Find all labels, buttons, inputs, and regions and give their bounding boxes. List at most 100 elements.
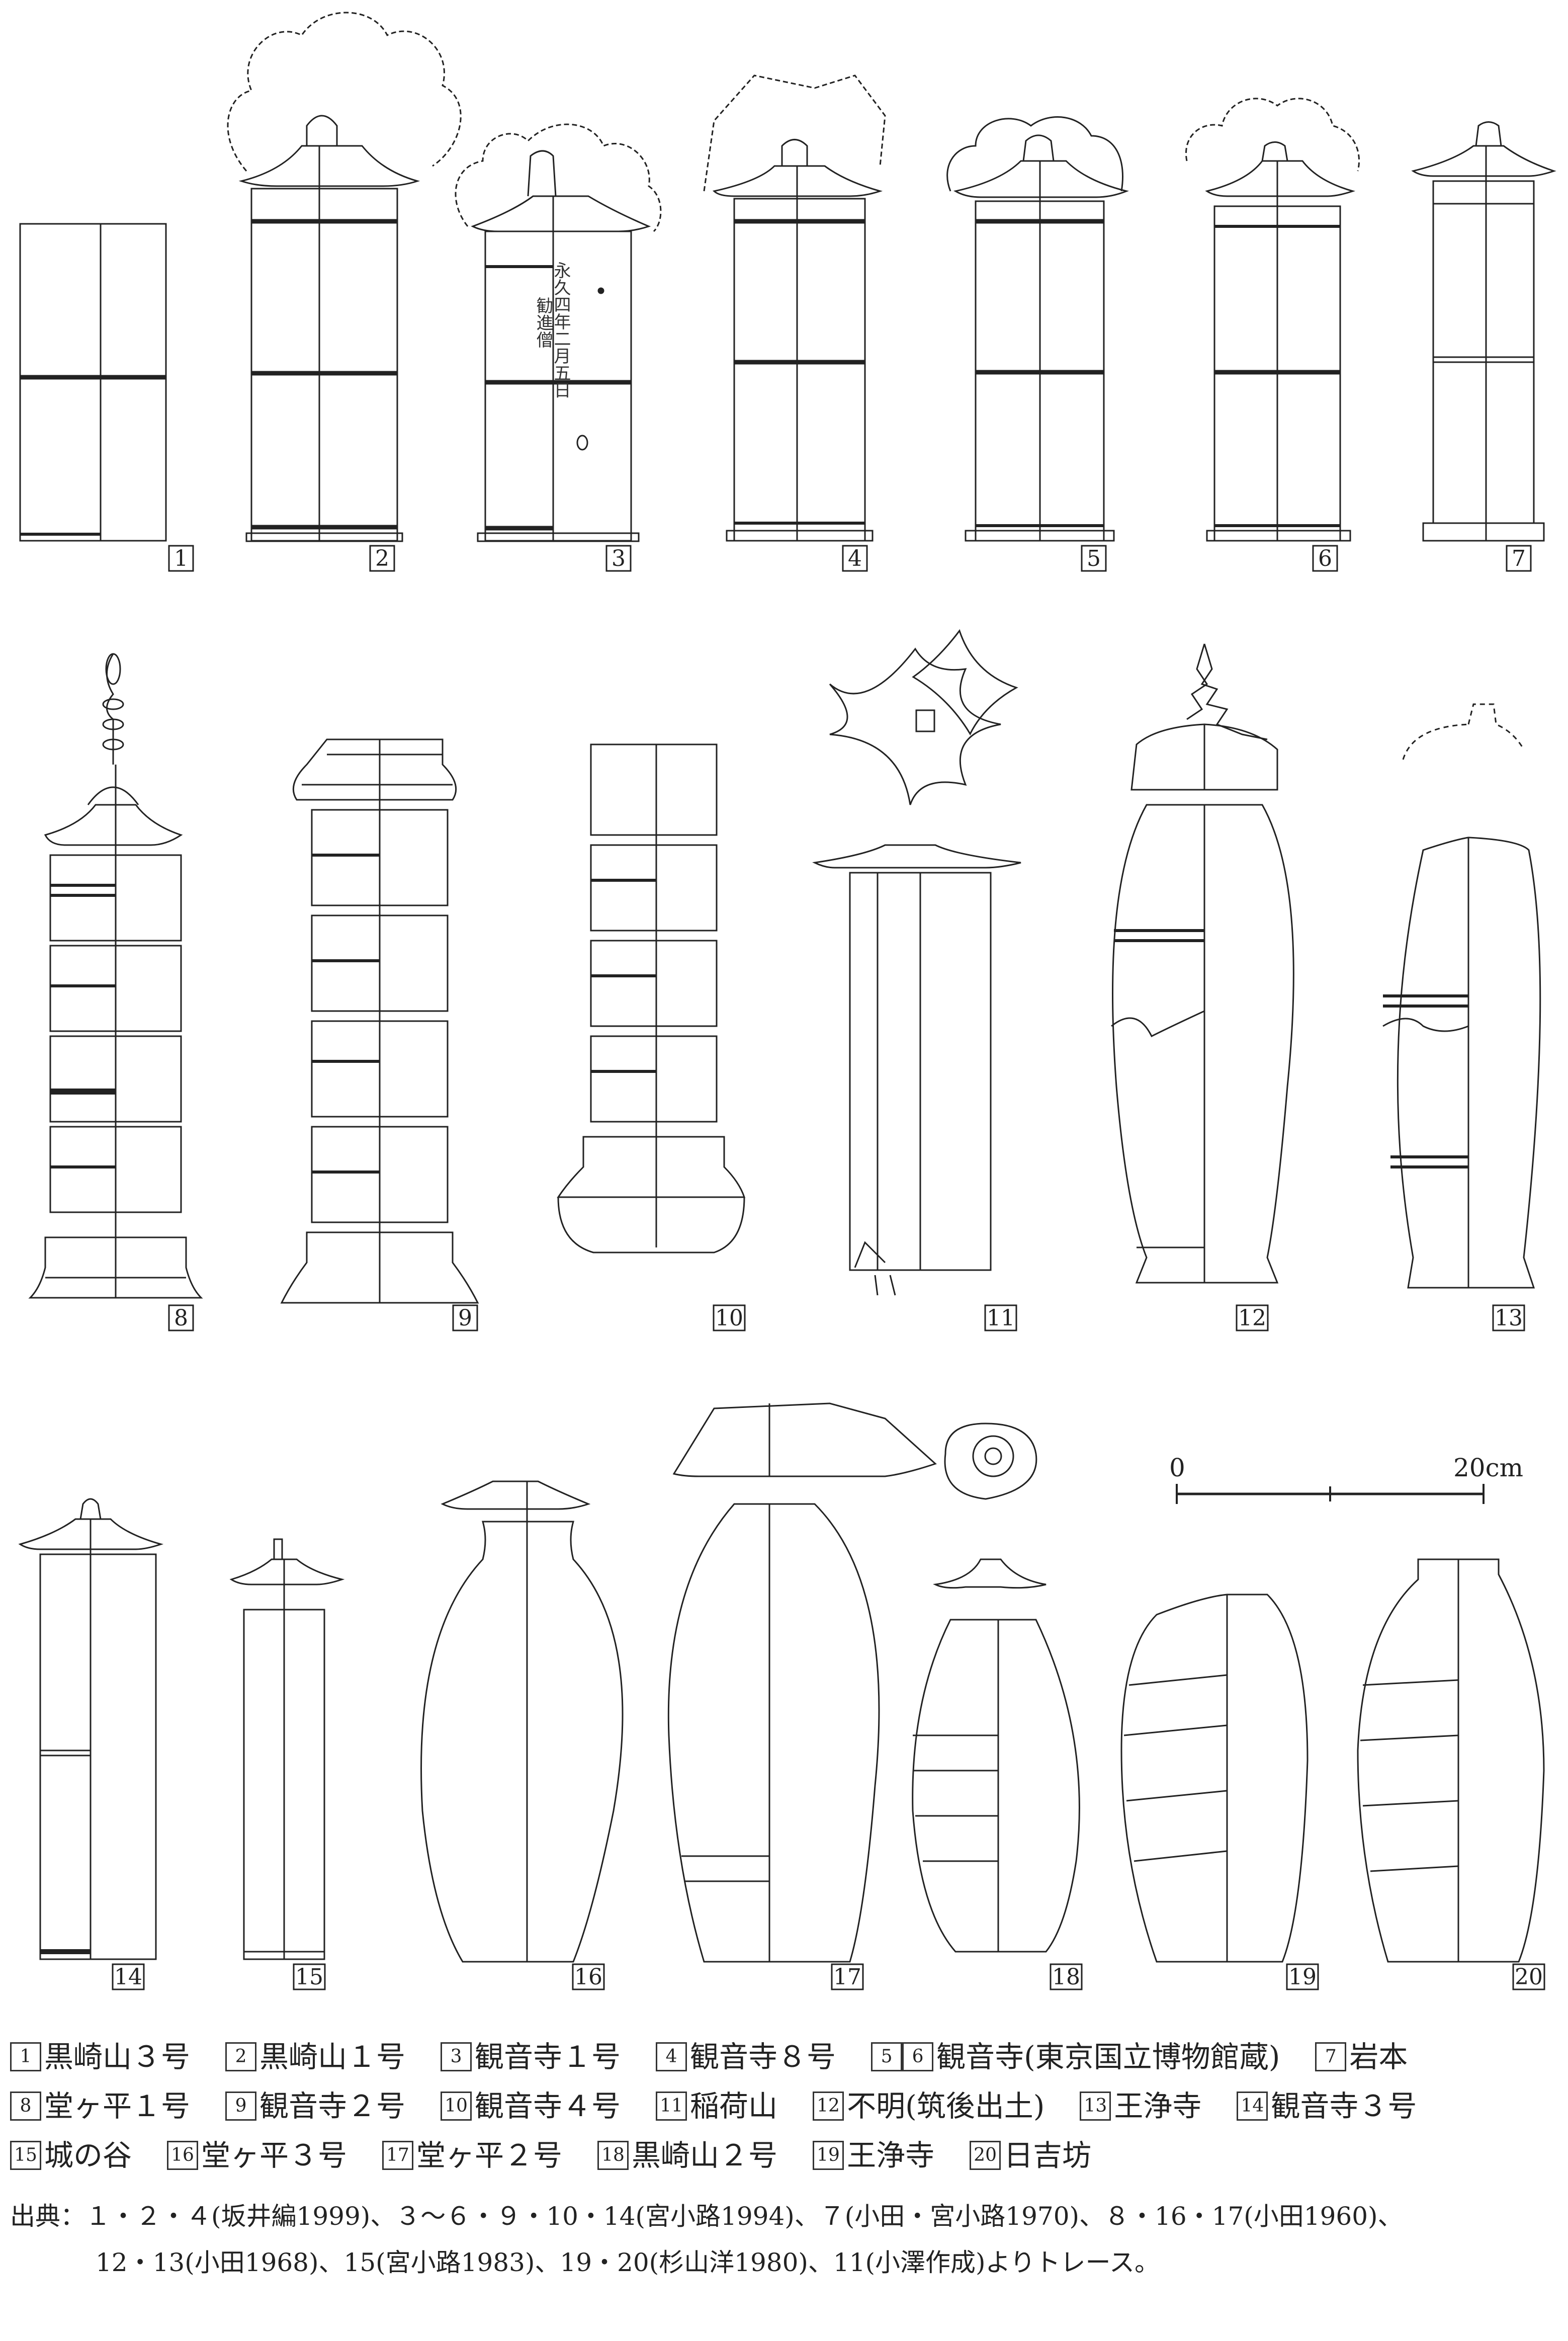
sources-line-1: 出典：１・２・４(坂井編1999)、３～６・９・10・14(宮小路1994)、７… [10,2202,1403,2231]
item-number-box [605,545,632,572]
item-number-box [1312,545,1338,572]
legend-number: 4 [656,2042,687,2071]
vessel-5 [946,116,1129,542]
legend-text: 観音寺２号 [259,2089,406,2123]
legend-number: 7 [1315,2042,1347,2071]
item-number-19: 19 [1286,1963,1319,1990]
item-number-text: 10 [715,1305,743,1331]
legend-number: 11 [656,2092,687,2121]
legend-text: 王浄寺 [847,2138,935,2172]
vessel-6 [1185,98,1360,542]
legend-number: 3 [441,2042,472,2071]
legend-number: 15 [10,2141,41,2170]
legend-number-group: 17 [382,2141,414,2170]
item-number-3: 3 [605,545,632,572]
item-number-text: 15 [295,1964,323,1990]
legend-number-group: 15 [10,2141,41,2170]
vessel-12 [1111,643,1294,1284]
scale-start-label: 0 [1169,1453,1185,1482]
legend-number-group: 7 [1315,2042,1347,2071]
legend-number-group: 2 [225,2042,257,2071]
legend-number: 18 [597,2141,629,2170]
vessel-17 [667,1402,937,1963]
vessel-9 [280,738,479,1304]
item-number-17: 17 [831,1963,864,1990]
vessel-15 [229,1538,345,1960]
legend-number: 13 [1080,2092,1111,2121]
legend-number-group: 8 [10,2092,41,2121]
legend-number-group: 16 [167,2141,199,2170]
item-number-16: 16 [572,1963,605,1990]
legend-text: 稲荷山 [690,2089,778,2123]
item-number-box [1286,1963,1319,1990]
item-number-text: 13 [1495,1305,1523,1331]
item-number-text: 8 [174,1305,188,1331]
legend-text: 堂ヶ平３号 [201,2138,347,2172]
legend-number-group: 1 [10,2042,41,2071]
vessel-14 [18,1498,164,1960]
item-number-text: 7 [1512,546,1526,571]
vessel-7 [1411,121,1556,542]
legend-number-group: 18 [597,2141,629,2170]
legend-text: 観音寺４号 [475,2089,621,2123]
item-number-15: 15 [293,1963,326,1990]
legend-number-group: 20 [970,2141,1001,2170]
legend-number-group: 3 [441,2042,472,2071]
vessel-2 [227,12,462,542]
legend-number: 8 [10,2092,41,2121]
legend-number: 5 [871,2042,903,2071]
legend-text: 王浄寺 [1114,2089,1202,2123]
item-number-box [452,1304,478,1331]
item-number-10: 10 [713,1304,746,1331]
item-number-text: 3 [612,546,626,571]
item-number-box [1050,1963,1083,1990]
item-number-20: 20 [1512,1963,1545,1990]
item-number-box [831,1963,864,1990]
item-number-text: 19 [1288,1964,1317,1990]
legend-number-group: 12 [813,2092,844,2121]
legend-number: 10 [441,2092,472,2121]
vessel-13 [1382,703,1541,1289]
vessel-8 [28,653,203,1299]
inscription-line-2: 勧進僧 [533,297,553,348]
vessel-3 [455,123,662,542]
item-number-text: 5 [1087,546,1101,571]
item-number-text: 14 [114,1964,142,1990]
legend-number: 16 [167,2141,199,2170]
legend-text: 城の谷 [44,2138,132,2172]
item-number-box [842,545,868,572]
scale-end-label: 20cm [1453,1453,1523,1482]
item-number-text: 20 [1515,1964,1543,1990]
legend-number: 1 [10,2042,41,2071]
legend-number-group: 13 [1080,2092,1111,2121]
legend-text: 黒崎山２号 [632,2138,778,2172]
legend-number: 9 [225,2092,257,2121]
item-number-box [1492,1304,1525,1331]
item-number-text: 9 [458,1305,472,1331]
vessel-20 [1357,1558,1545,1963]
item-number-box [168,1304,194,1331]
item-number-box [1506,545,1532,572]
legend-text: 観音寺８号 [690,2040,836,2074]
item-number-text: 6 [1318,546,1332,571]
item-number-8: 8 [168,1304,194,1331]
legend-text: 観音寺１号 [475,2040,621,2074]
item-number-18: 18 [1050,1963,1083,1990]
item-number-14: 14 [112,1963,145,1990]
